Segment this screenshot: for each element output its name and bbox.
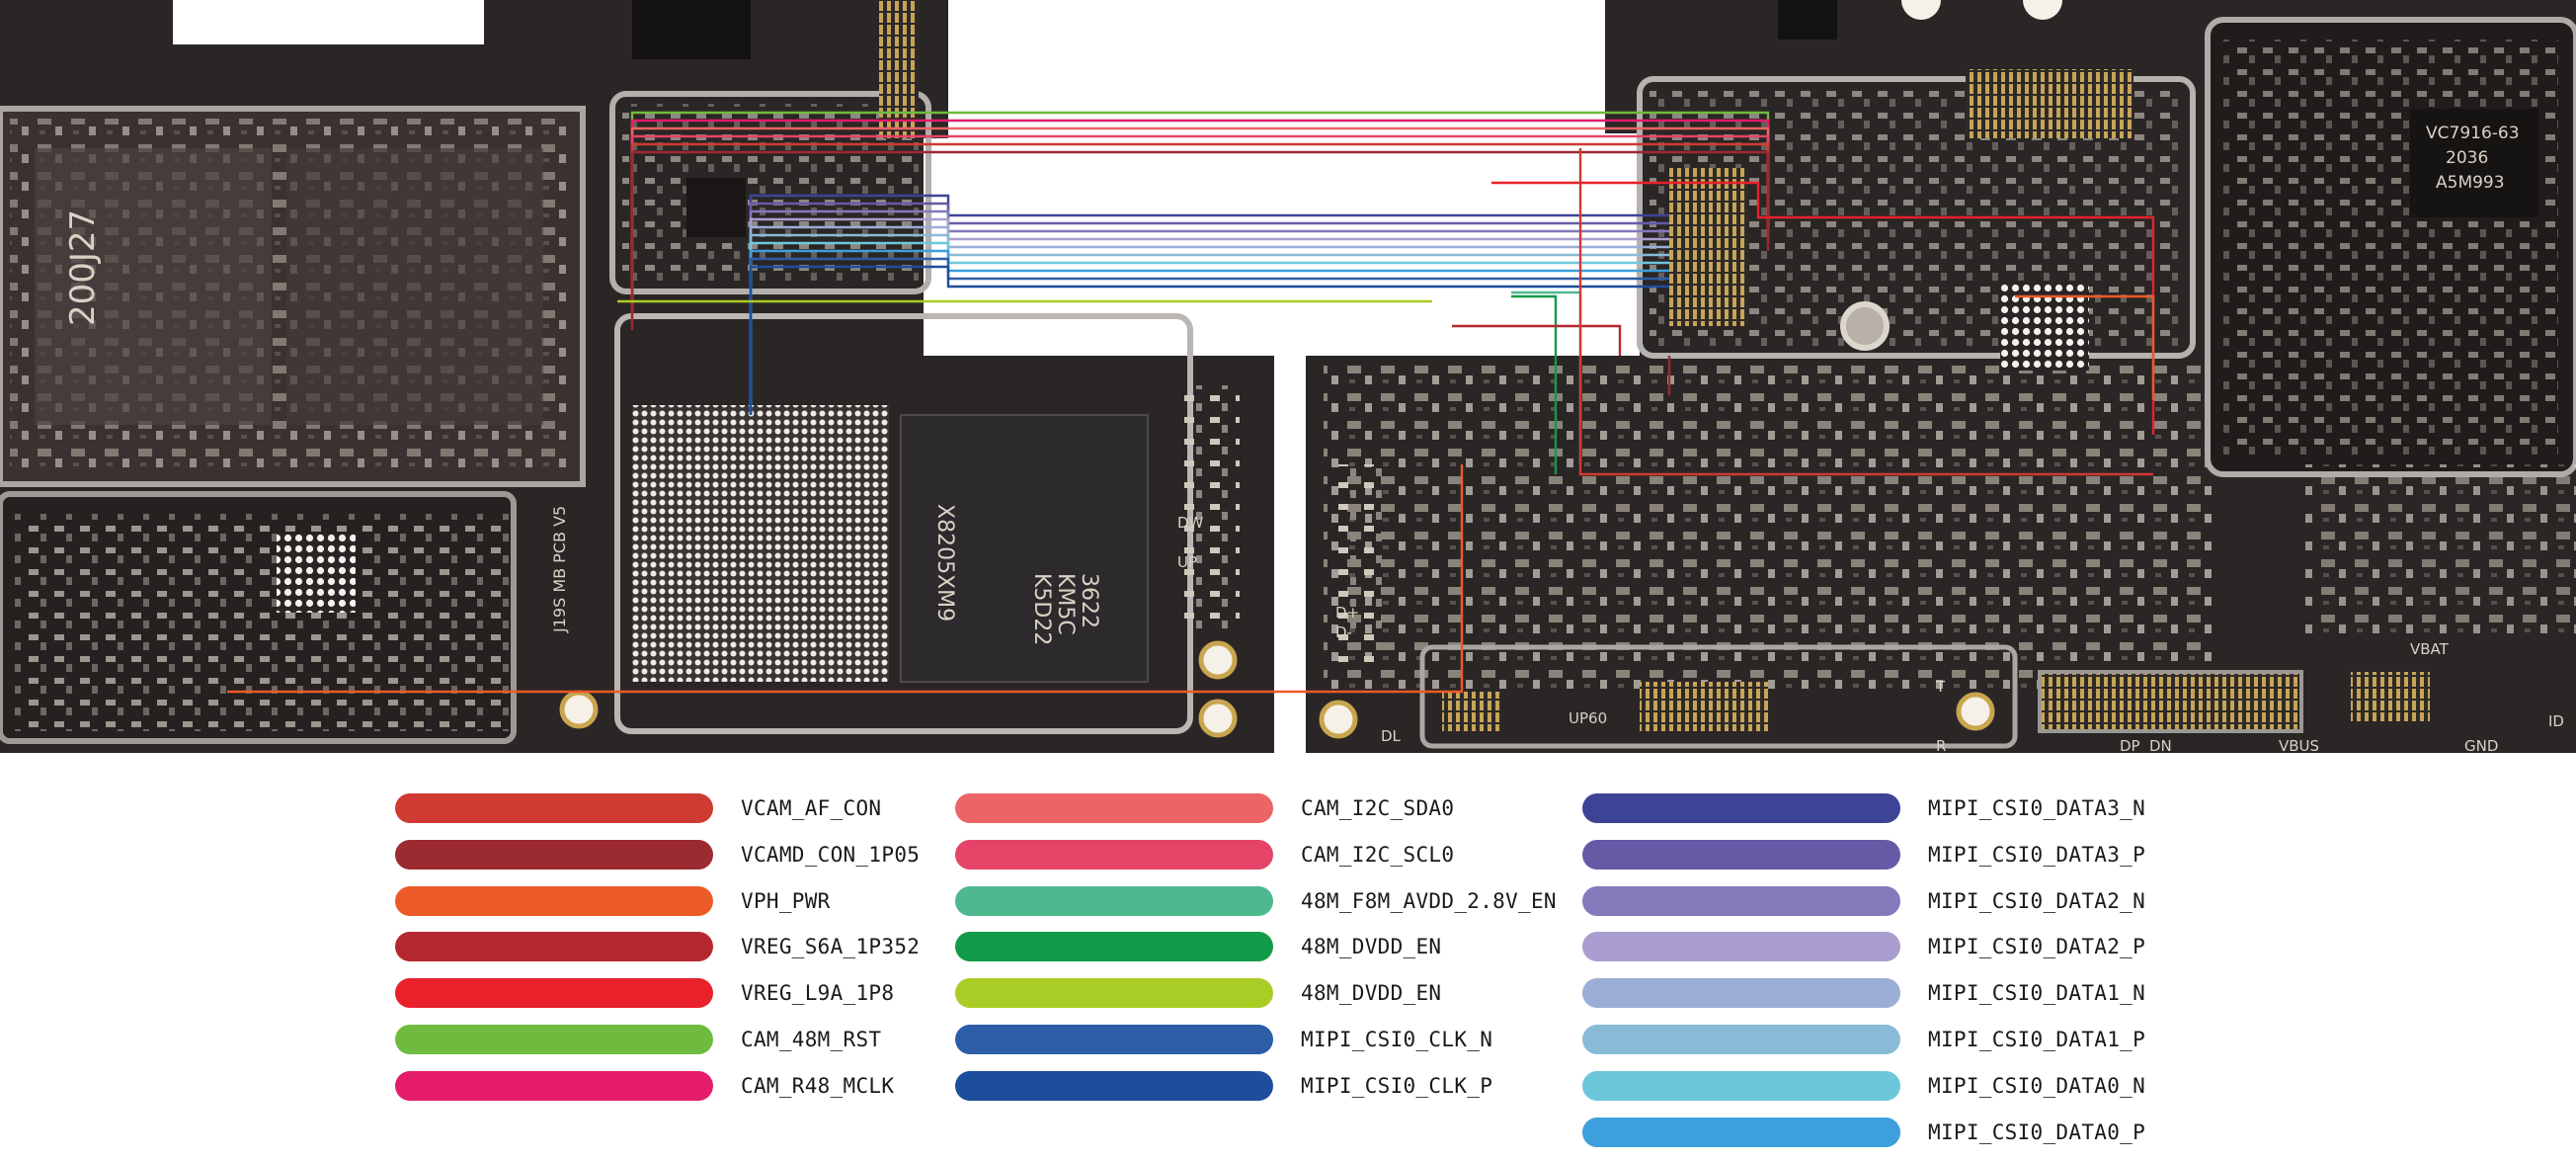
- chip-marking-right-1: VC7916-63: [2426, 124, 2520, 143]
- pad-label-dw: DW: [1177, 514, 1204, 532]
- pad-label-dminus: D-: [1335, 623, 1352, 641]
- legend-label: MIPI_CSI0_CLK_N: [1301, 1027, 1493, 1051]
- legend-label: VREG_S6A_1P352: [741, 935, 921, 959]
- legend-swatch: [395, 1070, 713, 1101]
- legend-label: MIPI_CSI0_DATA1_P: [1928, 1027, 2146, 1051]
- pad-label-gnd: GND: [2464, 737, 2498, 755]
- legend-swatch: [955, 932, 1273, 962]
- signal-traces: [227, 111, 2155, 694]
- legend-label: CAM_I2C_SDA0: [1301, 796, 1455, 820]
- legend-label: 48M_DVDD_EN: [1301, 935, 1442, 959]
- legend-swatch: [1582, 1117, 1900, 1147]
- memory-chip: [900, 414, 1149, 683]
- legend-label: VCAMD_CON_1P05: [741, 842, 921, 867]
- pad-label-dl: DL: [1381, 727, 1402, 745]
- legend-label: VPH_PWR: [741, 888, 831, 913]
- legend-swatch: [1582, 793, 1900, 823]
- pad-label-dplus: D+: [1335, 604, 1359, 622]
- trace-mipi_csi0_clk_p: [749, 265, 1669, 415]
- soc-bga-footprint: [632, 405, 889, 682]
- legend-label: MIPI_CSI0_DATA2_N: [1928, 888, 2146, 913]
- legend-label: MIPI_CSI0_CLK_P: [1301, 1073, 1493, 1098]
- legend-swatch: [1582, 978, 1900, 1009]
- pcb-version-label: J19S MB PCB V5: [550, 506, 569, 633]
- legend-swatch: [1582, 932, 1900, 962]
- chip-marking-3: 3622: [1077, 573, 1101, 628]
- chip-marking-right-2: 2036: [2446, 148, 2488, 168]
- trace-vcam_af_con: [1578, 148, 2153, 476]
- camera-connector: [1669, 168, 1748, 326]
- pad-label-id: ID: [2548, 712, 2564, 730]
- legend-swatch: [955, 793, 1273, 823]
- right-board: VC7916-63 2036 A5M993 UP60 DL D+ D- T R …: [1306, 0, 2576, 755]
- pad-label-dn: DN: [2149, 737, 2172, 755]
- legend-swatch: [395, 885, 713, 916]
- legend-swatch: [1582, 839, 1900, 870]
- chip-marking-right-3: A5M993: [2436, 173, 2505, 193]
- pad-label-t: T: [1935, 678, 1946, 696]
- legend-label: 48M_DVDD_EN: [1301, 981, 1442, 1006]
- legend-label: VCAM_AF_CON: [741, 796, 882, 820]
- pad-label-vbat: VBAT: [2410, 640, 2450, 658]
- legend-swatch: [395, 839, 713, 870]
- trace-vreg_l9a_1p8: [1491, 181, 2155, 435]
- legend-swatch: [395, 793, 713, 823]
- legend-label: 48M_F8M_AVDD_2.8V_EN: [1301, 888, 1557, 913]
- chip-marking-4: X8205XM9: [932, 504, 957, 622]
- legend-label: MIPI_CSI0_DATA0_P: [1928, 1120, 2146, 1144]
- legend-swatch: [395, 978, 713, 1009]
- pcb-board-image: 200J27 J19S MB PCB V5 K5D22 KM5C 3622 X8…: [0, 0, 2576, 755]
- legend-label: MIPI_CSI0_DATA3_N: [1928, 796, 2146, 820]
- trace-vreg_s6a_1p352: [1452, 324, 1622, 356]
- legend-swatch: [1582, 1024, 1900, 1054]
- pad-label-dp: DP: [2120, 737, 2140, 755]
- chip-marking-2: KM5C: [1053, 573, 1078, 635]
- legend-label: MIPI_CSI0_DATA1_N: [1928, 981, 2146, 1006]
- trace-vph_pwr: [227, 464, 1464, 694]
- legend-label: CAM_48M_RST: [741, 1027, 882, 1051]
- legend-swatch: [395, 932, 713, 962]
- left-board: 200J27 J19S MB PCB V5 K5D22 KM5C 3622 X8…: [0, 0, 1274, 753]
- legend-swatch: [955, 885, 1273, 916]
- legend-swatch: [955, 1024, 1273, 1054]
- board-code-label: 200J27: [63, 209, 103, 326]
- pad-label-up60: UP60: [1569, 709, 1607, 727]
- legend-label: MIPI_CSI0_DATA3_P: [1928, 842, 2146, 867]
- legend-swatch: [1582, 1070, 1900, 1101]
- legend-label: VREG_L9A_1P8: [741, 981, 895, 1006]
- legend-swatch: [395, 1024, 713, 1054]
- legend-label: CAM_I2C_SCL0: [1301, 842, 1455, 867]
- pad-label-r: R: [1936, 737, 1946, 755]
- chip-marking-1: K5D22: [1029, 573, 1054, 645]
- legend-swatch: [955, 1070, 1273, 1101]
- legend-label: MIPI_CSI0_DATA0_N: [1928, 1073, 2146, 1098]
- pad-label-up: UP: [1177, 553, 1197, 571]
- legend-swatch: [955, 839, 1273, 870]
- trace-48m_dvdd_en: [1511, 294, 1558, 474]
- trace-vcamd_con_1p05: [630, 150, 1770, 330]
- trace-vph_pwr: [2015, 294, 2155, 400]
- legend-swatch: [1582, 885, 1900, 916]
- legend-label: MIPI_CSI0_DATA2_P: [1928, 935, 2146, 959]
- legend-swatch: [955, 978, 1273, 1009]
- pad-label-vbus: VBUS: [2279, 737, 2319, 755]
- legend-label: CAM_R48_MCLK: [741, 1073, 895, 1098]
